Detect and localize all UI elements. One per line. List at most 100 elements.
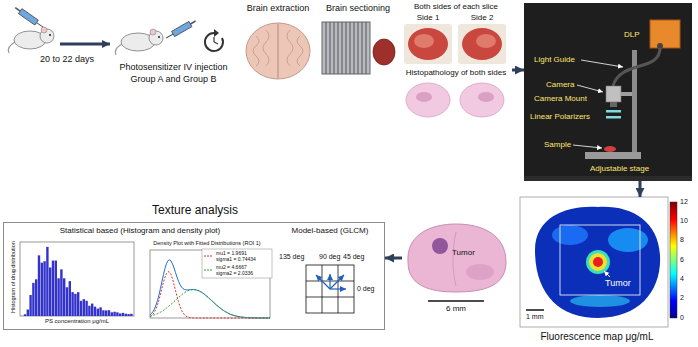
direction-label: 45 deg [343,253,364,261]
time-arrow [60,43,110,46]
legend-text: mu2 = 4.6667 sigma2 = 2.0336 [216,264,262,276]
injection-step: Photosensitizer IV injectionGroup A and … [106,20,241,88]
direction-label: 0 deg [357,285,375,293]
brain-photo [246,23,310,79]
histogram-bar [32,283,34,316]
histogram-bar [63,278,65,316]
fluorescence-map: Fluorescence map μg/mL [520,197,692,345]
panel-title: Texture analysis [4,203,386,217]
flow-arrow [385,257,402,260]
histology-image: Tumor 6 mm [402,218,510,318]
sectioning-step: Brain sectioning [318,3,398,85]
histogram-bar [27,310,29,317]
colorbar-tick: 10 [680,217,688,225]
syringe [165,18,197,40]
histogram-bar [21,315,23,316]
histogram-bar [49,267,51,316]
mouse-figure [115,29,163,55]
direction-label: 135 deg [279,253,304,261]
step-caption: Brain extraction [240,3,316,14]
fitted-curve [150,290,270,318]
histogram-bar [88,306,90,316]
fitted-curve [150,272,270,318]
histogram-bar [91,304,93,316]
glcm-diagram: 135 deg 90 deg45 deg 0 deg [279,239,381,327]
histogram-bar [74,294,76,316]
histogram-bar [24,314,26,316]
histogram-bar [57,278,59,316]
colorbar-tick: 8 [680,236,684,244]
legend-text: mu1 = 1.9691 sigma1 = 0.74434 [216,250,262,262]
part-label: Light Guide [534,55,575,65]
imaging-setup: DLPLight GuideCameraCamera MountLinear P… [524,3,692,181]
direction-label: 90 deg [319,253,340,261]
side-label: Side 2 [458,13,506,23]
histogram-bar [35,279,37,316]
colorbar-tick: 12 [680,198,688,206]
legend-box [202,249,272,278]
part-label: Sample [544,140,571,150]
histogram-chart: Histogram of drug distributionPS concent… [8,239,136,327]
flow-arrow [639,181,642,197]
axis-title: Histogram of drug distribution [10,241,17,313]
side-label: Side 1 [404,13,452,23]
tumor-label: Tumor [605,278,631,289]
chart-title: Density Plot with Fitted Distributions (… [140,240,274,247]
colorbar-tick: 6 [680,256,684,264]
part-label: Camera Mount [534,94,587,104]
histogram-bar [111,312,113,316]
scale-label: 6 mm [402,304,510,314]
part-label: DLP [624,30,640,40]
histogram-bar [85,301,87,316]
fluorescence-image [520,197,677,327]
histogram-bar [52,261,54,316]
step-caption: Brain sectioning [318,3,398,14]
colorbar-tick: 0 [680,314,684,322]
histogram-bar [108,310,110,316]
histogram-bar [38,255,40,316]
histogram-bar [66,287,68,316]
legend-sample [204,270,213,271]
histogram-bar [119,313,121,316]
colorbar-tick: 4 [680,275,684,283]
histogram-bar [55,261,57,316]
histogram-bar [83,299,85,316]
colorbar-tick: 2 [680,294,684,302]
slicer-photo [322,22,395,74]
histogram-bar [122,313,124,316]
glcm-grid [306,265,354,313]
histogram-bars [21,247,133,316]
legend-sample [204,256,213,257]
histogram-bar [113,312,115,316]
part-label: Camera [546,80,574,90]
slice-panel: Both sides of each sliceSide 1Side 2Hist… [400,2,512,127]
histogram-bar [60,269,62,316]
histogram-bar [29,295,31,316]
axis-title: PS concentration μg/mL [18,318,136,325]
mouse-figure [8,27,54,53]
histogram-bar [127,314,129,316]
plot-frame [20,242,134,316]
histogram-bar [71,292,73,316]
step-caption: Photosensitizer IV injection [106,62,241,73]
histology-photo [408,224,506,301]
histogram-bar [130,314,132,316]
slice-photo [404,24,506,64]
tumor-label: Tumor [452,248,475,258]
histogram-bar [80,301,82,316]
panel-caption: Both sides of each slice [400,2,512,12]
density-chart: Density Plot with Fitted Distributions (… [140,239,274,327]
histogram-bar [125,314,127,316]
histogram-bar [105,310,107,316]
interval-label: 20 to 22 days [40,54,94,65]
histogram-bar [116,312,118,316]
histogram-bar [43,261,45,316]
syringe [14,5,45,29]
histogram-bar [94,307,96,316]
histogram-bar [99,307,101,316]
histogram-bar [102,310,104,316]
